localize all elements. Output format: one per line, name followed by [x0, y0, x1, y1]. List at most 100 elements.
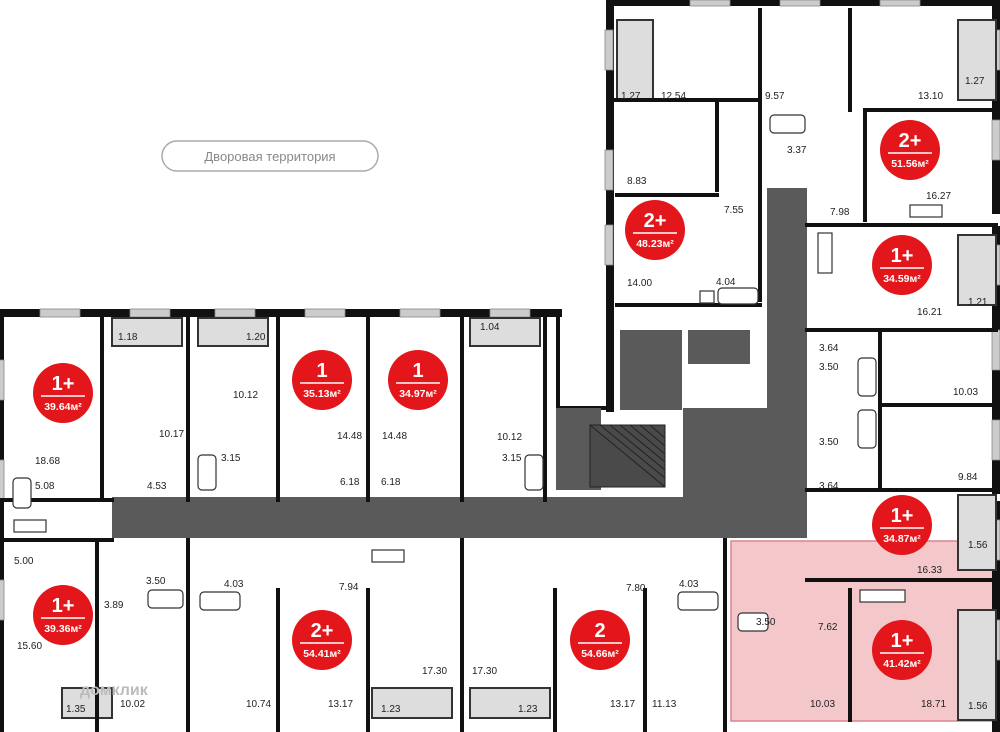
room-area: 16.33: [917, 565, 942, 576]
apartment-badge[interactable]: 135.13м²: [292, 350, 352, 410]
room-area: 3.15: [221, 453, 241, 464]
apartment-area: 39.64м²: [44, 401, 82, 413]
room-area: 1.04: [480, 322, 500, 333]
apartment-badge[interactable]: 2+ 48.23м²: [625, 200, 685, 260]
room-area: 9.84: [958, 472, 978, 483]
apartment-badges: 2+51.56м²2+48.23м²1+34.59м²1+39.64м²135.…: [33, 120, 940, 680]
watermark-text: домклик: [80, 682, 149, 699]
room-area: 4.03: [679, 579, 699, 590]
room-area: 10.74: [246, 699, 271, 710]
room-area: 17.30: [422, 666, 447, 677]
apartment-type: 1+: [891, 245, 914, 267]
room-area: 3.50: [146, 576, 166, 587]
room-area: 12.54: [661, 91, 686, 102]
interior-walls: [0, 8, 998, 732]
apartment-badge[interactable]: 1+ 34.87м²: [872, 495, 932, 555]
room-area: 5.08: [35, 481, 55, 492]
room-area: 1.27: [965, 76, 985, 87]
apartment-badge-circle: [625, 200, 685, 260]
bathroom-fixtures: [12, 114, 943, 632]
room-area: 7.62: [818, 622, 838, 633]
apartment-badge-circle: [872, 235, 932, 295]
room-area: 7.98: [830, 207, 850, 218]
room-area: 6.18: [381, 477, 401, 488]
room-area: 9.57: [765, 91, 785, 102]
apartment-badge[interactable]: 2 54.66м²: [570, 610, 630, 670]
corridors: [112, 188, 807, 538]
room-area: 10.12: [497, 432, 522, 443]
room-area: 13.17: [610, 699, 635, 710]
room-area: 14.48: [337, 431, 362, 442]
room-area: 18.71: [921, 699, 946, 710]
apartment-area: 48.23м²: [636, 238, 674, 250]
apartment-area: 54.66м²: [581, 648, 619, 660]
apartment-type: 2+: [899, 130, 922, 152]
courtyard-label-text: Дворовая территория: [204, 149, 335, 164]
room-area: 7.94: [339, 582, 359, 593]
apartment-type: 1: [412, 360, 423, 382]
room-area: 7.55: [724, 205, 744, 216]
apartment-area: 34.87м²: [883, 533, 921, 545]
apartment-area: 35.13м²: [303, 388, 341, 400]
apartment-area: 34.59м²: [883, 273, 921, 285]
room-area: 5.00: [14, 556, 34, 567]
apartment-type: 2+: [644, 210, 667, 232]
apartment-type: 1+: [891, 505, 914, 527]
apartment-badge-circle: [388, 350, 448, 410]
apartment-area: 51.56м²: [891, 158, 929, 170]
room-area: 10.02: [120, 699, 145, 710]
apartment-badge[interactable]: 2+ 54.41м²: [292, 610, 352, 670]
apartment-badge[interactable]: 1+39.36м²: [33, 585, 93, 645]
apartment-area: 34.97м²: [399, 388, 437, 400]
room-area: 4.53: [147, 481, 167, 492]
stairwell: [589, 424, 666, 488]
balconies: [61, 19, 997, 721]
room-area: 11.13: [652, 699, 677, 710]
selected-apartment-highlight[interactable]: [730, 540, 1000, 722]
apartment-area: 41.42м²: [883, 658, 921, 670]
apartment-badge[interactable]: 1 34.97м²: [388, 350, 448, 410]
apartment-badge[interactable]: 1+ 39.64м²: [33, 363, 93, 423]
room-area: 3.50: [756, 617, 776, 628]
room-area: 3.15: [502, 453, 522, 464]
room-area: 10.03: [810, 699, 835, 710]
room-area: 3.50: [819, 362, 839, 373]
room-area: 16.27: [926, 191, 951, 202]
apartment-badge[interactable]: 2+ 51.56м²: [880, 120, 940, 180]
apartment-area: 54.41м²: [303, 648, 341, 660]
room-area: 15.60: [17, 641, 42, 652]
room-area: 10.17: [159, 429, 184, 440]
apartment-badge-circle: [33, 363, 93, 423]
room-area: 1.35: [66, 704, 86, 715]
apartment-badge[interactable]: 1+41.42м²: [872, 620, 932, 680]
room-area: 6.18: [340, 477, 360, 488]
room-area: 18.68: [35, 456, 60, 467]
apartment-badge-circle: [292, 610, 352, 670]
room-area: 17.30: [472, 666, 497, 677]
room-area: 13.17: [328, 699, 353, 710]
room-area: 1.27: [621, 91, 641, 102]
apartment-badge-circle: [872, 620, 932, 680]
room-area: 1.56: [968, 701, 988, 712]
apartment-badge-circle: [292, 350, 352, 410]
apartment-area: 39.36м²: [44, 623, 82, 635]
room-area: 10.12: [233, 390, 258, 401]
room-area: 3.50: [819, 437, 839, 448]
apartment-type: 2: [594, 620, 605, 642]
apartment-badge-circle: [33, 585, 93, 645]
apartment-badge[interactable]: 1+ 34.59м²: [872, 235, 932, 295]
room-area: 4.04: [716, 277, 736, 288]
room-area: 4.03: [224, 579, 244, 590]
apartment-type: 2+: [311, 620, 334, 642]
room-area: 1.23: [518, 704, 538, 715]
room-area: 3.37: [787, 145, 807, 156]
room-area: 8.83: [627, 176, 647, 187]
room-area: 3.64: [819, 481, 839, 492]
apartment-type: 1+: [52, 373, 75, 395]
courtyard-label: Дворовая территория: [161, 140, 379, 172]
room-area: 1.56: [968, 540, 988, 551]
apartment-badge-circle: [570, 610, 630, 670]
room-area: 13.10: [918, 91, 943, 102]
room-area: 1.18: [118, 332, 138, 343]
